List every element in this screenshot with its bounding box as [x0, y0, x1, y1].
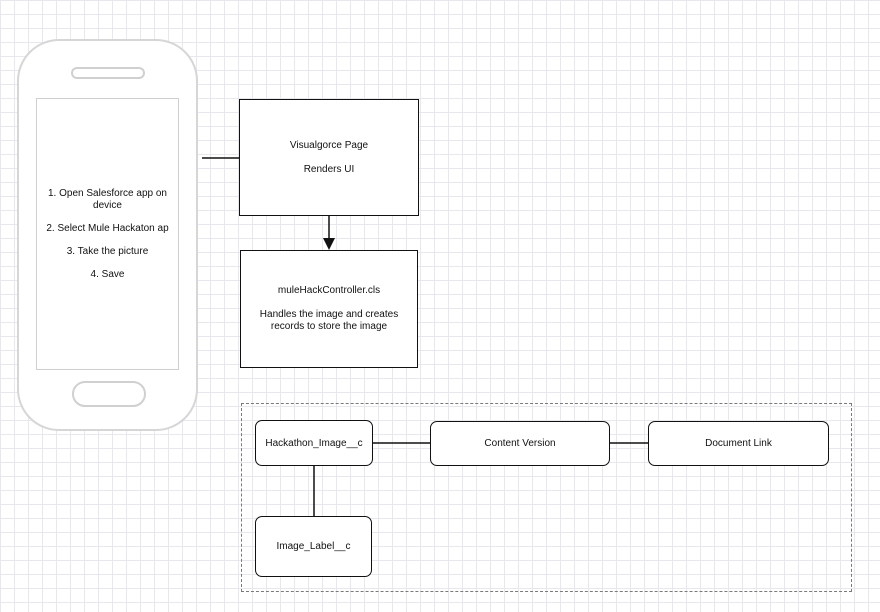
controller-description: Handles the image and creates records to…	[259, 309, 399, 332]
content-version-object: Content Version	[430, 421, 610, 466]
phone-speaker	[71, 67, 145, 79]
visualforce-subtitle: Renders UI	[303, 163, 355, 175]
step-3: 3. Take the picture	[66, 245, 149, 257]
step-2: 2. Select Mule Hackaton ap	[46, 222, 169, 234]
hackathon-image-label: Hackathon_Image__c	[265, 437, 363, 449]
content-version-label: Content Version	[484, 438, 556, 449]
controller-title: muleHackController.cls	[277, 285, 381, 296]
phone-screen: 1. Open Salesforce app on device 2. Sele…	[36, 98, 179, 370]
controller-box: muleHackController.cls Handles the image…	[240, 250, 418, 368]
phone-home-button	[72, 381, 146, 407]
image-label-object: Image_Label__c	[255, 516, 372, 577]
step-4: 4. Save	[90, 268, 125, 280]
image-label-label: Image_Label__c	[276, 541, 351, 552]
document-link-label: Document Link	[705, 438, 772, 449]
data-model-group	[241, 403, 852, 592]
step-1: 1. Open Salesforce app on device	[48, 187, 167, 211]
steps-list: 1. Open Salesforce app on device 2. Sele…	[37, 188, 178, 281]
document-link-object: Document Link	[648, 421, 829, 466]
visualforce-page-box: Visualgorce Page Renders UI	[239, 99, 419, 216]
visualforce-title: Visualgorce Page	[289, 139, 369, 151]
hackathon-image-object: Hackathon_Image__c	[255, 420, 373, 466]
